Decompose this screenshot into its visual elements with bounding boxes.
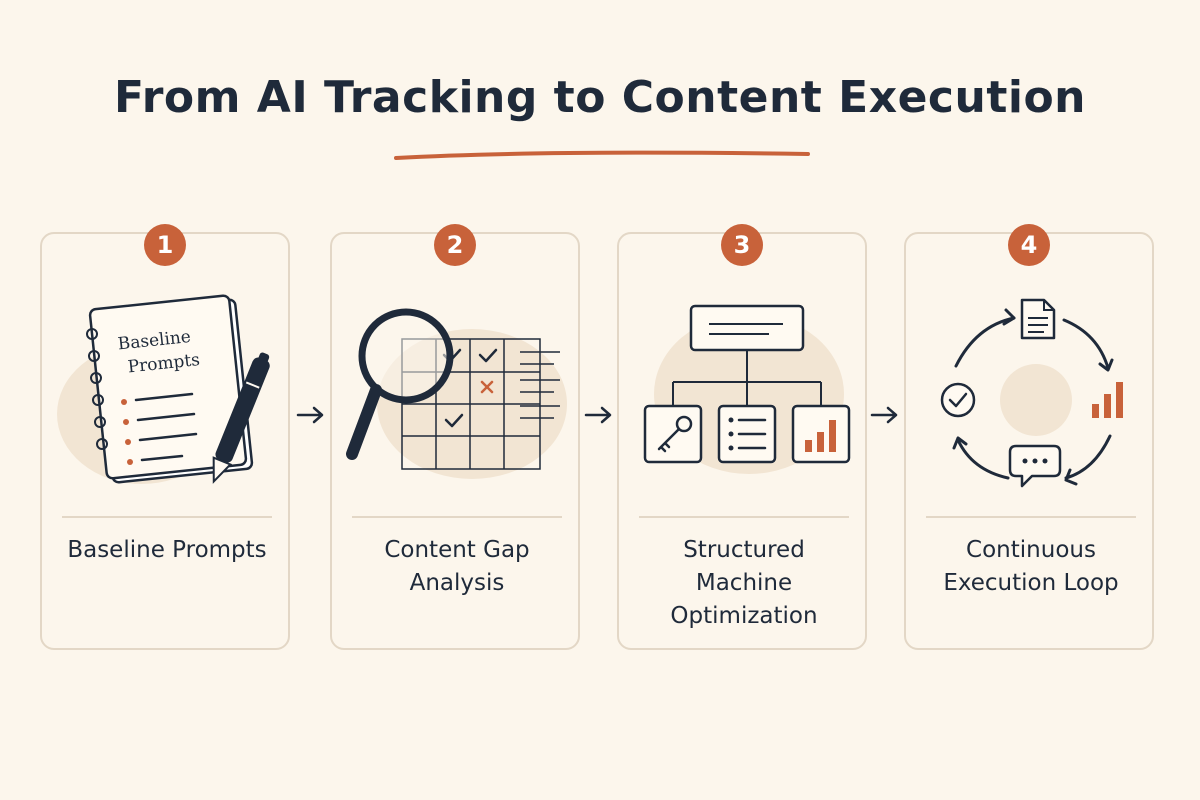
step-number-badge-1: 1 bbox=[144, 224, 186, 266]
chat-icon bbox=[1008, 444, 1062, 488]
arrow-right-icon bbox=[296, 406, 324, 424]
notebook-icon: Baseline Prompts bbox=[86, 294, 254, 484]
step-label: Structured Machine Optimization bbox=[670, 537, 818, 629]
execution-loop-illustration bbox=[940, 298, 1123, 488]
step-number-badge-2: 2 bbox=[434, 224, 476, 266]
step-label: Baseline Prompts bbox=[67, 537, 267, 563]
card-divider bbox=[639, 516, 849, 518]
bar-chart-icon bbox=[791, 404, 851, 464]
content-gap-illustration bbox=[346, 308, 567, 479]
step-label: Continuous Execution Loop bbox=[943, 537, 1119, 596]
page-title: From AI Tracking to Content Execution bbox=[113, 72, 1087, 123]
key-icon bbox=[643, 404, 703, 464]
list-icon bbox=[717, 404, 777, 464]
card-divider bbox=[926, 516, 1136, 518]
arrow-right-icon bbox=[584, 406, 612, 424]
cycle-arrows-icon bbox=[952, 308, 1114, 486]
step-label: Content Gap Analysis bbox=[384, 537, 530, 596]
step-card-1: Baseline Prompts Baseline Prompts bbox=[40, 232, 290, 650]
pen-icon bbox=[212, 352, 270, 484]
card-divider bbox=[62, 516, 272, 518]
step-card-3: Structured Machine Optimization bbox=[617, 232, 867, 650]
check-circle-icon bbox=[940, 382, 976, 418]
step-card-4: Continuous Execution Loop bbox=[904, 232, 1154, 650]
baseline-prompts-illustration: Baseline Prompts bbox=[57, 294, 270, 484]
document-icon bbox=[1020, 298, 1056, 340]
step-card-2: Content Gap Analysis bbox=[330, 232, 580, 650]
arrow-right-icon bbox=[870, 406, 898, 424]
card-divider bbox=[352, 516, 562, 518]
bar-chart-icon bbox=[1092, 382, 1123, 418]
step-number-badge-4: 4 bbox=[1008, 224, 1050, 266]
hierarchy-icon bbox=[672, 304, 822, 406]
x-icon bbox=[480, 380, 494, 394]
title-underline bbox=[394, 150, 810, 160]
structured-optimization-illustration bbox=[643, 304, 851, 474]
step-number-badge-3: 3 bbox=[721, 224, 763, 266]
magnifier-icon bbox=[346, 308, 454, 460]
